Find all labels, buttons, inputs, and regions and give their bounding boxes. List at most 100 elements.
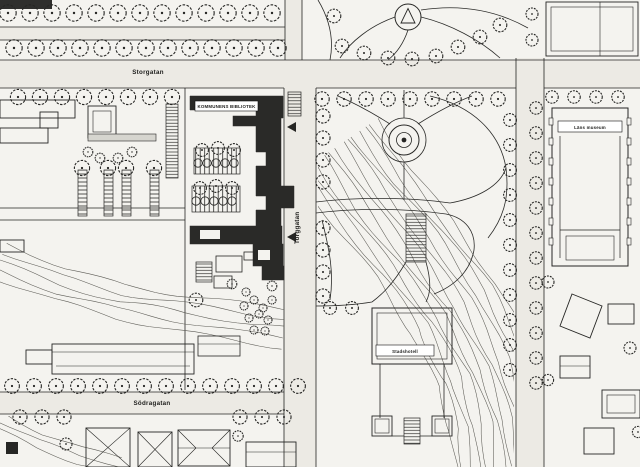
contour-line <box>0 281 282 350</box>
tree-icon <box>503 138 517 152</box>
tree-icon <box>631 425 640 439</box>
tree-icon <box>249 325 259 335</box>
grid-circles <box>191 158 239 206</box>
tree-icon <box>180 378 196 394</box>
grid-tree-circle <box>193 158 203 168</box>
tree-icon <box>188 292 204 308</box>
tree-icon <box>545 90 559 104</box>
tree-icon <box>492 17 508 33</box>
contour-line <box>347 139 514 466</box>
street-label-sodragatan: Södragatan <box>133 400 170 407</box>
tree-icon <box>503 263 517 277</box>
tree-icon <box>117 159 135 177</box>
tree-icon <box>12 409 28 425</box>
street-label-storgatan: Storgatan <box>132 69 164 76</box>
tree-icon <box>21 4 39 22</box>
tree-icon <box>145 159 163 177</box>
tree-icon <box>529 226 543 240</box>
contour-line <box>324 155 487 467</box>
contour-line <box>350 136 514 465</box>
tree-icon <box>503 213 517 227</box>
museum-label: Läns museum <box>557 120 623 133</box>
tree-icon <box>70 378 86 394</box>
tree-icon <box>529 176 543 190</box>
tree-icon <box>334 38 350 54</box>
tree-icon <box>203 39 221 57</box>
contour-line <box>377 118 514 461</box>
contour-line <box>7 416 122 458</box>
tree-icon <box>141 88 159 106</box>
tree-icon <box>75 88 93 106</box>
tree-icon <box>26 378 42 394</box>
tree-icon <box>209 179 223 193</box>
tree-icon <box>224 378 240 394</box>
left-block <box>0 0 195 375</box>
tree-icon <box>529 126 543 140</box>
tree-icon <box>159 39 177 57</box>
tree-icon <box>115 39 133 57</box>
tree-icon <box>71 39 89 57</box>
grid-tree-circle <box>227 196 237 206</box>
contour-line <box>2 254 284 320</box>
tree-icon <box>136 378 152 394</box>
tree-icon <box>9 88 27 106</box>
bottom-houses <box>6 427 297 467</box>
tree-icon <box>358 91 374 107</box>
contour-line <box>0 428 93 467</box>
tree-icon <box>112 152 124 164</box>
tree-icon <box>276 409 292 425</box>
tree-icon <box>109 4 127 22</box>
tree-icon <box>315 264 331 280</box>
tree-icon <box>94 152 106 164</box>
tree-icon <box>93 39 111 57</box>
contour-line <box>365 126 514 464</box>
tree-icon <box>314 91 330 107</box>
tree-icon <box>380 91 396 107</box>
tree-icon <box>260 326 270 336</box>
tree-icon <box>315 130 331 146</box>
tree-icon <box>226 278 238 290</box>
tree-icon <box>225 39 243 57</box>
grid-tree-circle <box>220 158 230 168</box>
crosswalk <box>287 91 302 117</box>
tree-icon <box>232 409 248 425</box>
tree-icon <box>503 113 517 127</box>
contour-line <box>318 173 460 467</box>
tree-icon <box>0 4 17 22</box>
tree-icon <box>503 313 517 327</box>
grid-tree-circle <box>218 196 228 206</box>
tree-icon <box>623 341 637 355</box>
tree-icon <box>227 143 241 157</box>
project-building-label-text: KOMMUNENS BIBLIOTEK <box>198 104 257 109</box>
hotel-label-text: Stadshotell <box>392 349 418 354</box>
tree-icon <box>503 188 517 202</box>
tree-icon <box>254 309 264 319</box>
tree-icon <box>246 378 262 394</box>
tree-icon <box>315 220 331 236</box>
tree-icon <box>31 88 49 106</box>
tree-icon <box>34 409 50 425</box>
tree-icon <box>232 430 244 442</box>
tree-icon <box>323 301 337 315</box>
contour-line <box>0 259 284 327</box>
tree-icon <box>529 101 543 115</box>
contour-line <box>318 169 463 467</box>
tree-icon <box>163 88 181 106</box>
tree-icon <box>611 90 625 104</box>
tree-icon <box>244 313 254 323</box>
tree-icon <box>404 51 420 67</box>
grid-tree-circle <box>200 196 210 206</box>
tree-icon <box>503 163 517 177</box>
tree-icon <box>137 39 155 57</box>
contour-line <box>318 161 482 467</box>
tree-icon <box>529 301 543 315</box>
tree-icon <box>269 39 287 57</box>
tree-icon <box>345 301 359 315</box>
project-building-label: KOMMUNENS BIBLIOTEK <box>194 100 259 112</box>
tree-icon <box>503 338 517 352</box>
tree-icon <box>211 141 225 155</box>
tree-icon <box>119 88 137 106</box>
tree-icon <box>202 378 218 394</box>
